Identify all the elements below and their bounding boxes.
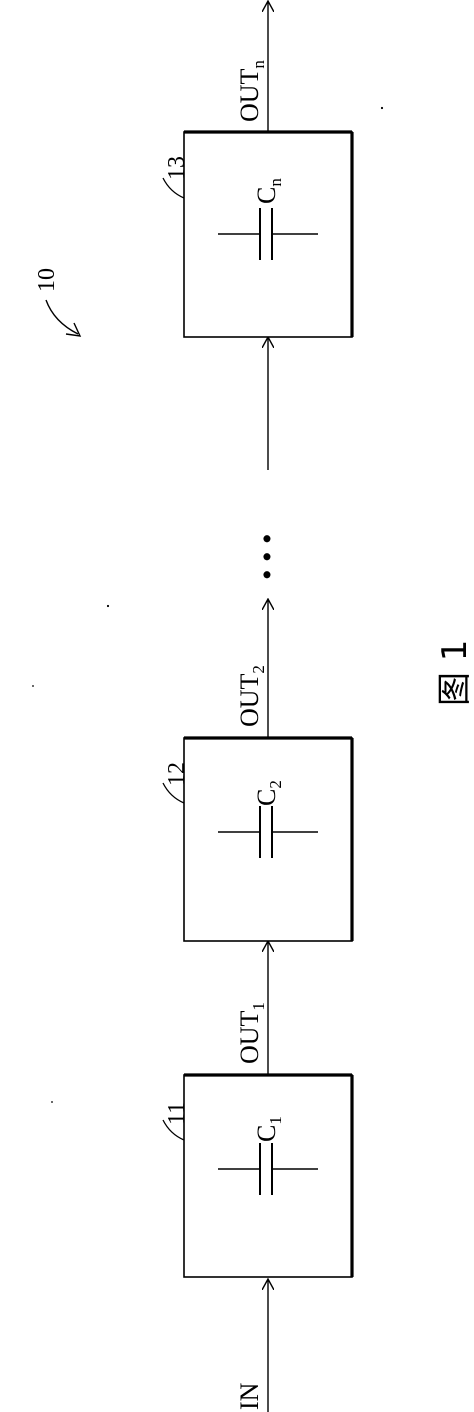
output-label-outn: OUTn [235, 60, 268, 122]
reference-numeral-12: 12 [164, 762, 190, 786]
capacitor-label-cn: Cn [252, 178, 285, 204]
reference-arrowhead-10 [65, 322, 82, 337]
reference-numeral-13: 13 [164, 156, 190, 180]
stage-block-12: C2 12 [162, 736, 354, 942]
stage-block-13: Cn 13 [162, 130, 354, 338]
capacitor-label-c1: C1 [252, 1116, 285, 1142]
input-label: IN [235, 1382, 264, 1410]
reference-numeral-10: 10 [34, 268, 60, 292]
output-label-out1: OUT1 [235, 1002, 268, 1064]
capacitor-symbol-c2 [218, 806, 318, 858]
stage-block-11: C1 11 [162, 1073, 354, 1278]
figure-caption: 图 1 [435, 640, 474, 706]
reference-arrow-10 [45, 299, 79, 335]
ellipsis: • • • [251, 533, 284, 580]
capacitor-symbol-c1 [218, 1143, 318, 1195]
reference-numeral-11: 11 [164, 1102, 190, 1125]
capacitor-symbol-cn [218, 208, 318, 260]
output-label-out2: OUT2 [235, 665, 268, 727]
capacitor-label-c2: C2 [252, 780, 285, 806]
